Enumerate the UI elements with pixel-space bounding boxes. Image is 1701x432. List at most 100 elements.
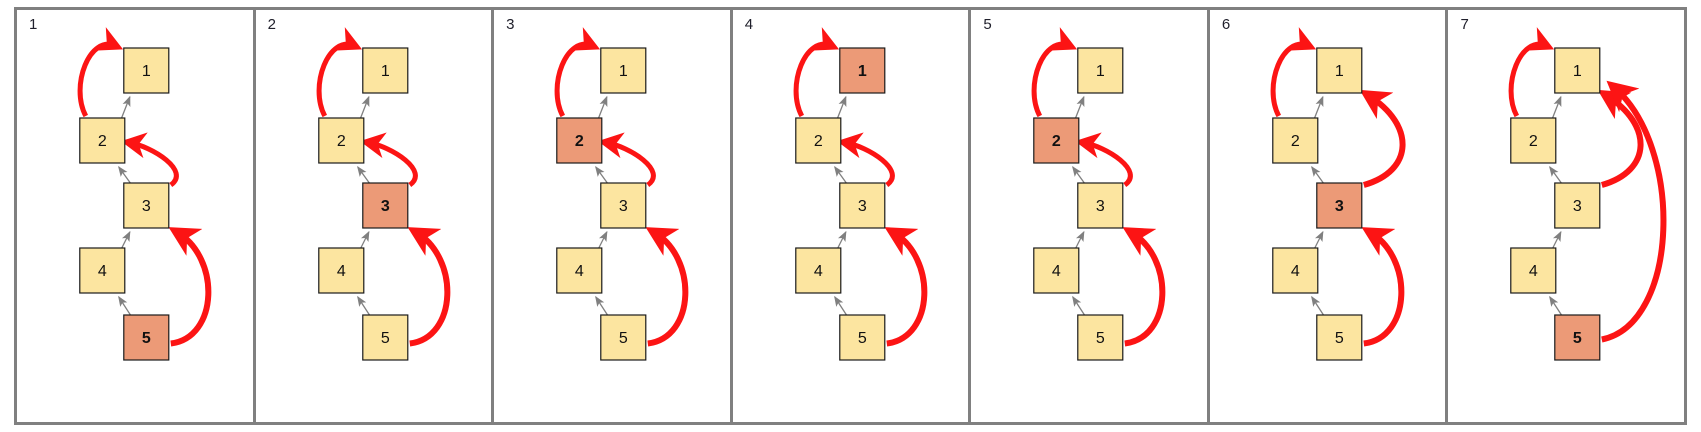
node-2[interactable]: 2 xyxy=(79,117,126,164)
node-1[interactable]: 1 xyxy=(361,47,408,94)
tree-edge-3-to-2 xyxy=(833,165,849,186)
node-5[interactable]: 5 xyxy=(361,314,408,361)
node-box-5[interactable] xyxy=(361,314,408,361)
node-1[interactable]: 1 xyxy=(838,47,886,94)
node-3[interactable]: 3 xyxy=(361,182,408,229)
tree-edge-3-to-2 xyxy=(1072,165,1087,186)
node-box-3[interactable] xyxy=(1316,182,1363,229)
red-arrow-5-to-3 xyxy=(884,227,928,347)
red-arrow-5-to-3 xyxy=(407,227,450,347)
node-box-5[interactable] xyxy=(1316,314,1363,361)
red-arrow-5-to-3 xyxy=(1361,227,1405,347)
node-1[interactable]: 1 xyxy=(1077,47,1124,94)
node-box-5[interactable] xyxy=(123,314,170,361)
node-3[interactable]: 3 xyxy=(1554,182,1601,229)
node-box-3[interactable] xyxy=(838,182,886,229)
node-label-3: 3 xyxy=(858,198,867,215)
node-3[interactable]: 3 xyxy=(1077,182,1124,229)
node-box-2[interactable] xyxy=(556,117,603,164)
node-2[interactable]: 2 xyxy=(1510,117,1557,164)
node-label-5: 5 xyxy=(858,330,867,347)
node-box-1[interactable] xyxy=(123,47,170,94)
node-2[interactable]: 2 xyxy=(794,117,842,164)
node-box-2[interactable] xyxy=(1272,117,1319,164)
node-4[interactable]: 4 xyxy=(1272,247,1319,294)
node-box-1[interactable] xyxy=(1554,47,1601,94)
graph-area: 1 2 3 4 5 xyxy=(1210,10,1446,422)
node-4[interactable]: 4 xyxy=(556,247,603,294)
node-box-2[interactable] xyxy=(79,117,126,164)
node-4[interactable]: 4 xyxy=(317,247,364,294)
node-5[interactable]: 5 xyxy=(838,314,886,361)
node-1[interactable]: 1 xyxy=(123,47,170,94)
node-3[interactable]: 3 xyxy=(600,182,647,229)
node-5[interactable]: 5 xyxy=(1077,314,1124,361)
node-label-1: 1 xyxy=(858,63,867,80)
node-box-4[interactable] xyxy=(1272,247,1319,294)
node-label-1: 1 xyxy=(619,63,628,80)
node-5[interactable]: 5 xyxy=(600,314,647,361)
node-box-2[interactable] xyxy=(794,117,842,164)
node-4[interactable]: 4 xyxy=(79,247,126,294)
node-box-1[interactable] xyxy=(1316,47,1363,94)
node-box-1[interactable] xyxy=(838,47,886,94)
node-box-1[interactable] xyxy=(1077,47,1124,94)
node-box-4[interactable] xyxy=(317,247,364,294)
node-box-4[interactable] xyxy=(794,247,842,294)
node-1[interactable]: 1 xyxy=(1316,47,1363,94)
node-box-4[interactable] xyxy=(556,247,603,294)
node-box-4[interactable] xyxy=(79,247,126,294)
node-3[interactable]: 3 xyxy=(838,182,886,229)
red-arrow-5-to-3 xyxy=(168,227,212,347)
node-label-4: 4 xyxy=(98,263,107,280)
red-arrow-2-to-1 xyxy=(554,27,601,118)
node-4[interactable]: 4 xyxy=(794,247,842,294)
node-2[interactable]: 2 xyxy=(1033,117,1080,164)
node-box-5[interactable] xyxy=(1554,314,1601,361)
node-box-1[interactable] xyxy=(600,47,647,94)
graph-area: 1 2 3 4 5 xyxy=(256,10,492,422)
node-box-5[interactable] xyxy=(600,314,647,361)
tree-edge-2-to-1 xyxy=(120,95,131,121)
node-box-3[interactable] xyxy=(123,182,170,229)
red-arrow-2-to-1 xyxy=(316,27,362,118)
node-5[interactable]: 5 xyxy=(123,314,170,361)
node-3[interactable]: 3 xyxy=(123,182,170,229)
node-box-1[interactable] xyxy=(361,47,408,94)
node-3[interactable]: 3 xyxy=(1316,182,1363,229)
node-box-5[interactable] xyxy=(1077,314,1124,361)
node-1[interactable]: 1 xyxy=(1554,47,1601,94)
node-5[interactable]: 5 xyxy=(1554,314,1601,361)
node-box-4[interactable] xyxy=(1510,247,1557,294)
red-arrow-2-to-1 xyxy=(1270,27,1316,118)
node-label-1: 1 xyxy=(1335,63,1344,80)
node-2[interactable]: 2 xyxy=(317,117,364,164)
node-box-3[interactable] xyxy=(361,182,408,229)
node-box-3[interactable] xyxy=(1554,182,1601,229)
node-box-2[interactable] xyxy=(1510,117,1557,164)
node-label-1: 1 xyxy=(380,63,389,80)
red-arrow-3-to-2 xyxy=(120,132,179,188)
node-2[interactable]: 2 xyxy=(1272,117,1319,164)
node-box-2[interactable] xyxy=(317,117,364,164)
tree-edge-5-to-4 xyxy=(595,295,610,318)
node-4[interactable]: 4 xyxy=(1033,247,1080,294)
node-box-3[interactable] xyxy=(600,182,647,229)
node-box-2[interactable] xyxy=(1033,117,1080,164)
node-box-3[interactable] xyxy=(1077,182,1124,229)
node-4[interactable]: 4 xyxy=(1510,247,1557,294)
node-1[interactable]: 1 xyxy=(600,47,647,94)
tree-edge-4-to-3 xyxy=(358,230,369,251)
node-box-4[interactable] xyxy=(1033,247,1080,294)
node-2[interactable]: 2 xyxy=(556,117,603,164)
node-5[interactable]: 5 xyxy=(1316,314,1363,361)
node-box-5[interactable] xyxy=(838,314,886,361)
